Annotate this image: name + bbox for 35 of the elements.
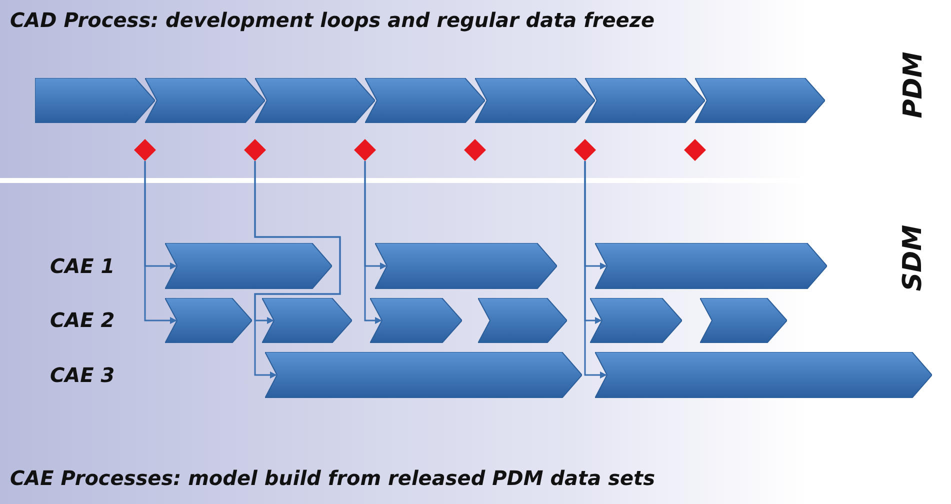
band-heading: CAE Processes: model build from released PDM data sets xyxy=(10,466,655,490)
row-label: CAE 1 xyxy=(50,254,115,278)
process-step xyxy=(475,78,595,123)
band-heading: CAD Process: development loops and regular data freeze xyxy=(10,8,655,32)
process-step xyxy=(695,78,825,123)
milestone-diamond xyxy=(134,139,156,161)
milestone-diamond xyxy=(354,139,376,161)
process-step xyxy=(165,298,252,343)
process-step xyxy=(35,78,155,123)
row-label: CAE 2 xyxy=(50,308,115,332)
process-step xyxy=(370,298,462,343)
milestone-diamond xyxy=(244,139,266,161)
connector-arrow xyxy=(144,161,177,324)
process-step xyxy=(700,298,787,343)
row-label: CAE 3 xyxy=(50,363,115,387)
process-step xyxy=(262,298,352,343)
process-step xyxy=(585,78,705,123)
process-step xyxy=(595,352,932,398)
process-step xyxy=(145,78,265,123)
side-label: SDM xyxy=(898,224,928,292)
process-step xyxy=(595,243,827,289)
milestone-diamond xyxy=(464,139,486,161)
process-step xyxy=(365,78,485,123)
milestone-diamond xyxy=(684,139,706,161)
process-step xyxy=(165,243,332,289)
process-step xyxy=(590,298,682,343)
process-step xyxy=(478,298,567,343)
milestone-diamond xyxy=(574,139,596,161)
process-step xyxy=(265,352,582,398)
process-step xyxy=(375,243,557,289)
connector-arrow xyxy=(584,161,607,378)
connector-arrow xyxy=(364,161,382,324)
side-label: PDM xyxy=(898,52,928,118)
process-step xyxy=(255,78,375,123)
connector-arrow xyxy=(254,161,341,378)
